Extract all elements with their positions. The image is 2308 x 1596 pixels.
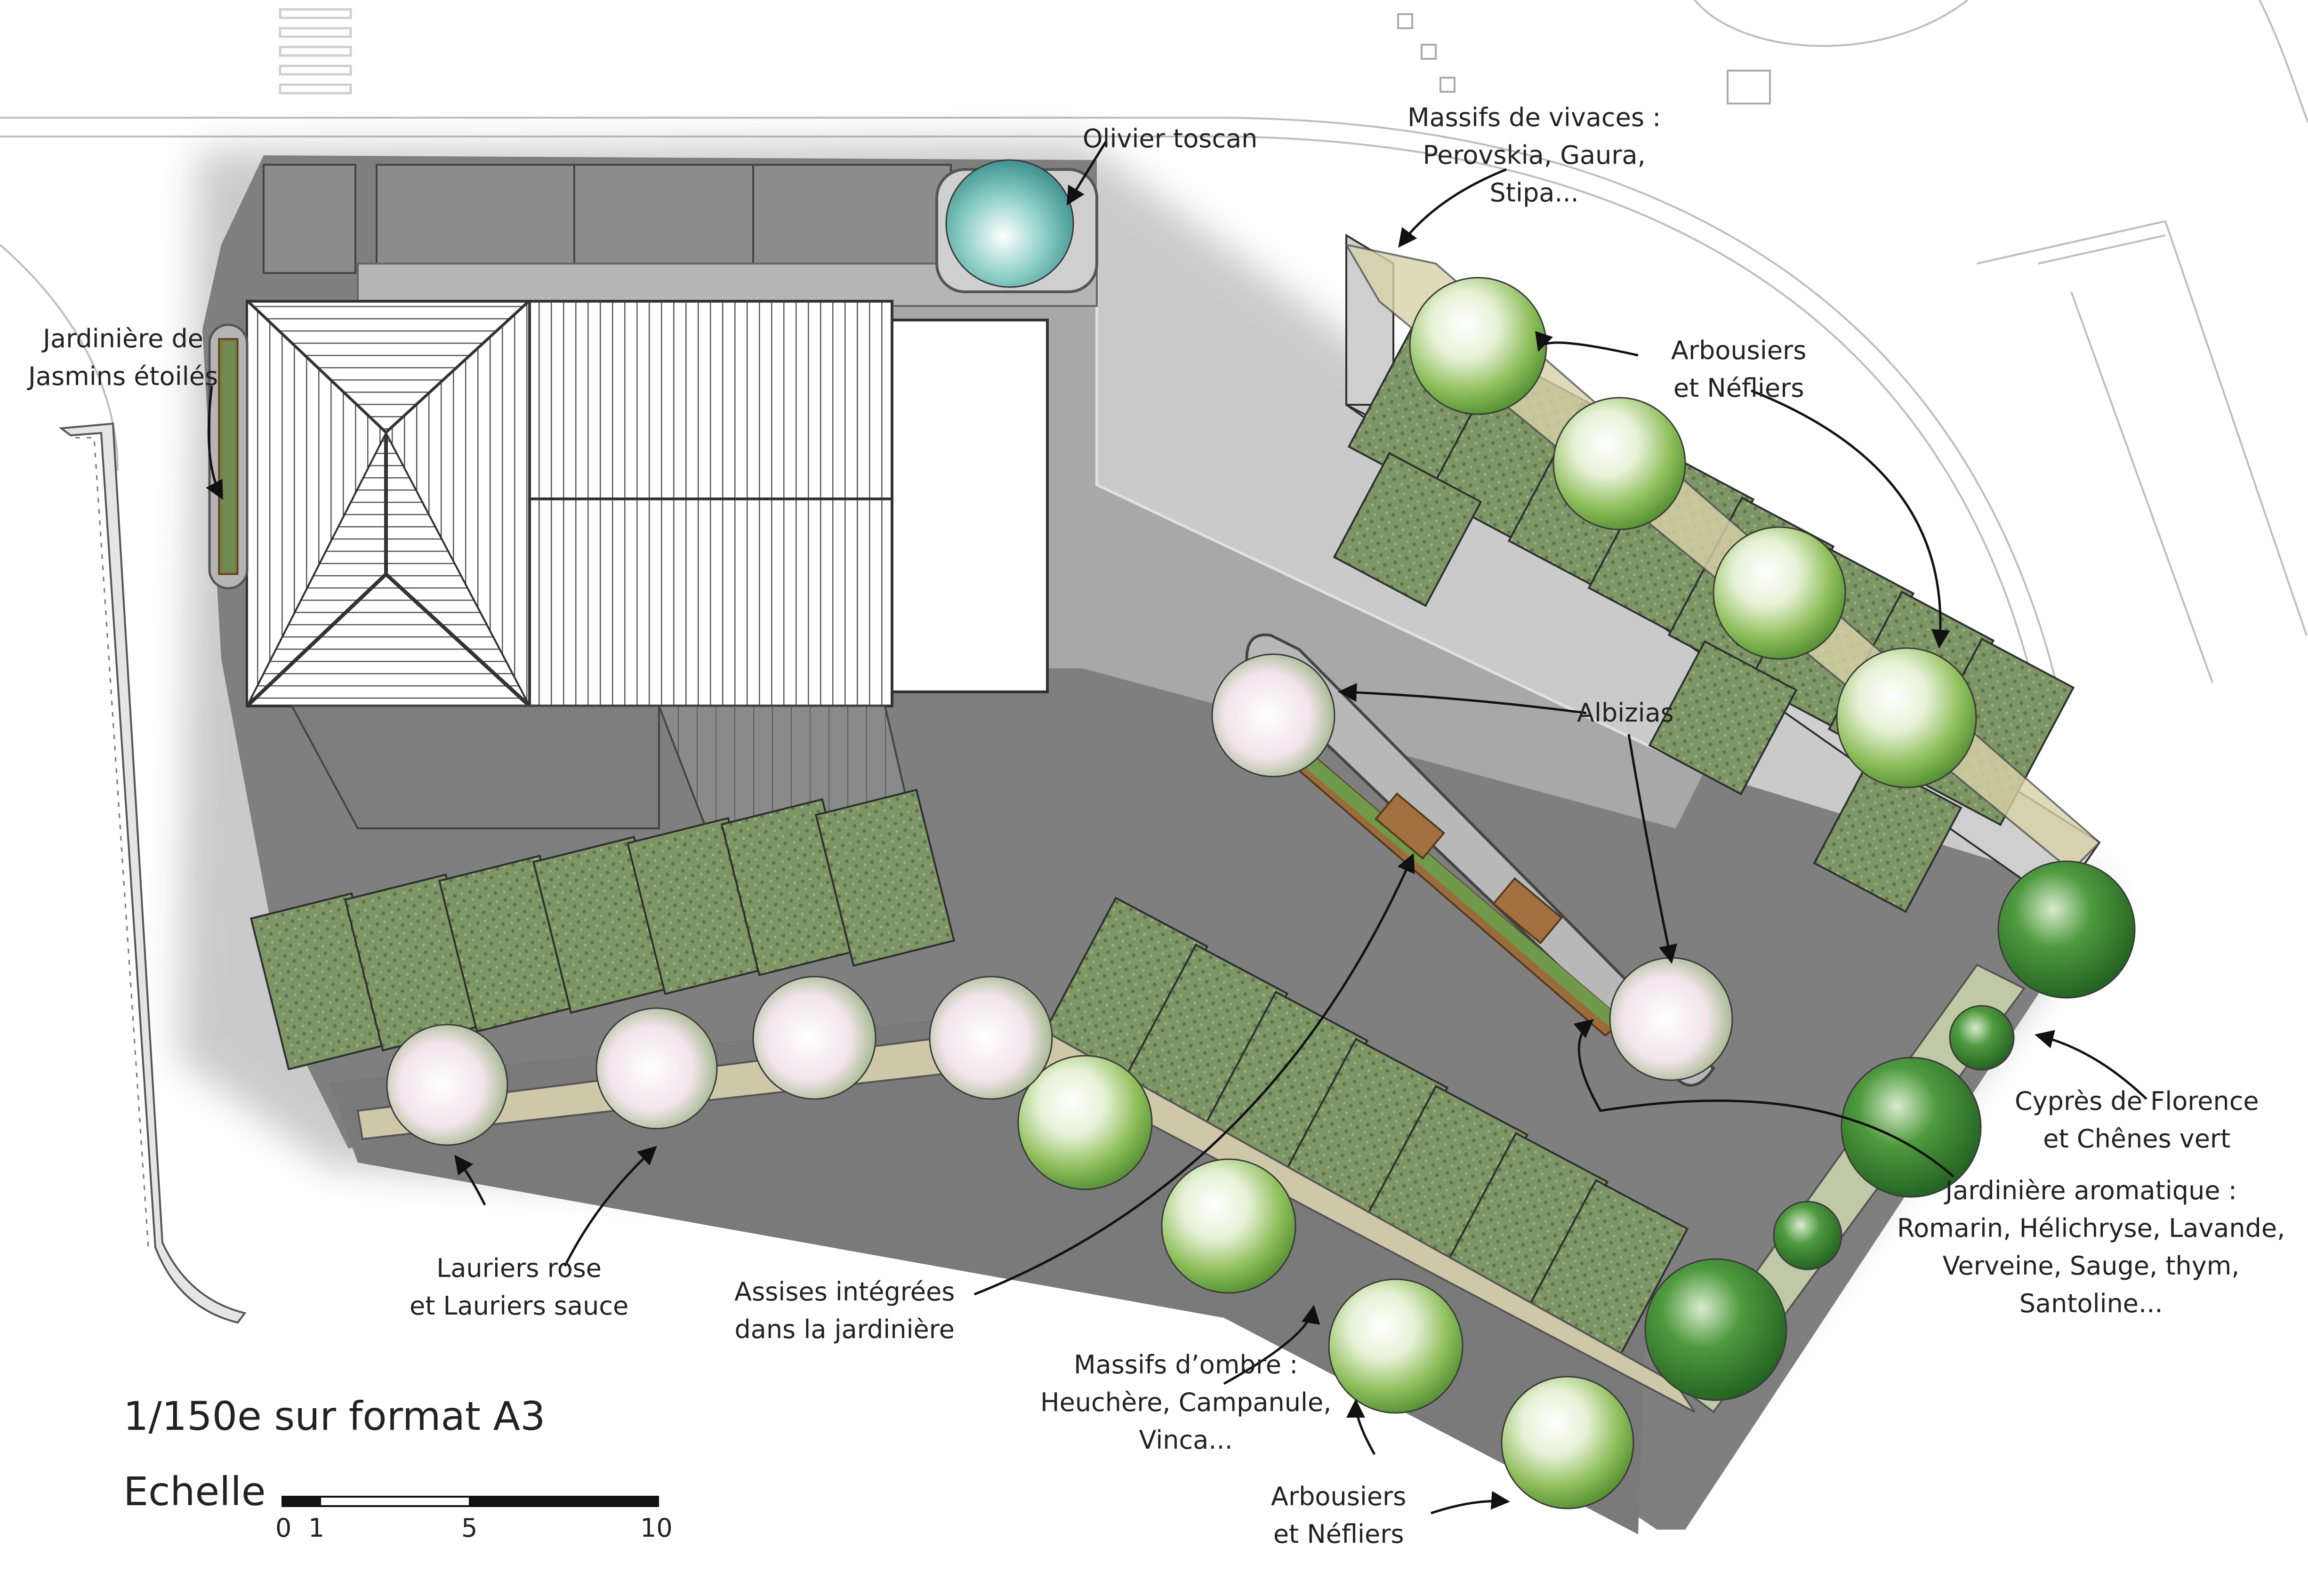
leader-lines [206,140,2147,1515]
label-aromatique: Jardinière aromatique : Romarin, Hélichr… [1897,1176,2285,1318]
label-albizias: Albizias [1577,698,1674,728]
pergola [246,299,1049,707]
label-arbousiers-bottom: Arbousiers et Néfliers [1271,1482,1407,1549]
label-assises: Assises intégrées dans la jardinière [734,1277,955,1344]
albizia-tree-1 [1211,653,1335,778]
steps [290,705,660,829]
label-cypres: Cyprès de Florence et Chênes vert [2015,1086,2259,1154]
scale-tick-1: 1 [308,1513,325,1543]
label-vivaces: Massifs de vivaces : Perovskia, Gaura, S… [1407,103,1661,208]
south-parking [1041,896,1689,1368]
west-parking [249,788,956,1071]
scale-label: Echelle [123,1468,266,1515]
road-lines [0,0,2308,706]
scale-tick-5: 5 [461,1513,478,1543]
scale-tick-0: 0 [275,1513,292,1543]
curb-dots [1397,13,1771,104]
crosswalk [279,8,352,95]
albizia-tree-2 [1609,957,1733,1081]
label-lauriers: Lauriers rose et Lauriers sauce [410,1253,629,1321]
label-arbousiers-top: Arbousiers et Néfliers [1671,336,1807,403]
scale-bar [281,1496,659,1507]
scale-tick-10: 10 [640,1513,673,1543]
olive-tree [945,159,1074,288]
east-parking [1333,233,2101,913]
label-jasmins: Jardinière de Jasmins étoilés [28,324,218,391]
top-paving [263,164,952,274]
label-olivier: Olivier toscan [1083,124,1258,153]
label-ombre: Massifs d’ombre : Heuchère, Campanule, V… [1040,1350,1332,1455]
scale-title: 1/150e sur format A3 [123,1393,546,1439]
west-wall [58,422,247,1324]
trees [386,159,2136,1509]
